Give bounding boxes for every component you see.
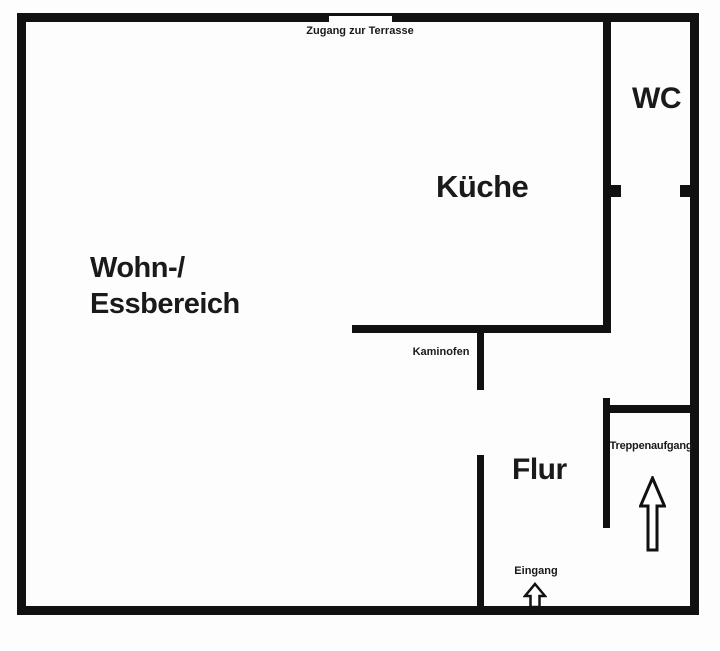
wall-outer-left — [17, 13, 26, 615]
wall-stove-partition — [477, 333, 484, 390]
wall-stairs-top — [603, 405, 699, 413]
terrace-door-opening — [329, 13, 392, 16]
wall-hallway-left — [477, 455, 484, 606]
wall-outer-right — [690, 13, 699, 615]
room-label-living-line1: Wohn-/ — [90, 252, 185, 284]
annotation-stove: Kaminofen — [412, 346, 470, 358]
annotation-stairs: Treppenaufgang — [609, 440, 693, 452]
stairs-up-arrow-icon — [638, 474, 667, 557]
room-label-living-line2: Essbereich — [90, 288, 240, 320]
wall-outer-bottom — [17, 606, 699, 615]
wall-outer-top-left — [17, 13, 329, 22]
room-label-kitchen: Küche — [436, 169, 529, 204]
wc-door-jamb-right — [680, 185, 690, 197]
annotation-terrace-access: Zugang zur Terrasse — [306, 25, 414, 37]
wall-stairs-left — [603, 398, 610, 528]
annotation-entrance: Eingang — [514, 565, 558, 577]
room-label-wc: WC — [632, 82, 681, 115]
wc-door-jamb-left — [611, 185, 621, 197]
wall-wc-corridor — [603, 22, 611, 333]
room-label-living-dining: Wohn-/ Essbereich — [90, 250, 240, 322]
wall-kitchen-bottom — [352, 325, 611, 333]
wall-outer-top-right — [392, 13, 699, 22]
entrance-up-arrow-icon — [522, 582, 548, 614]
room-label-hallway: Flur — [512, 453, 567, 486]
